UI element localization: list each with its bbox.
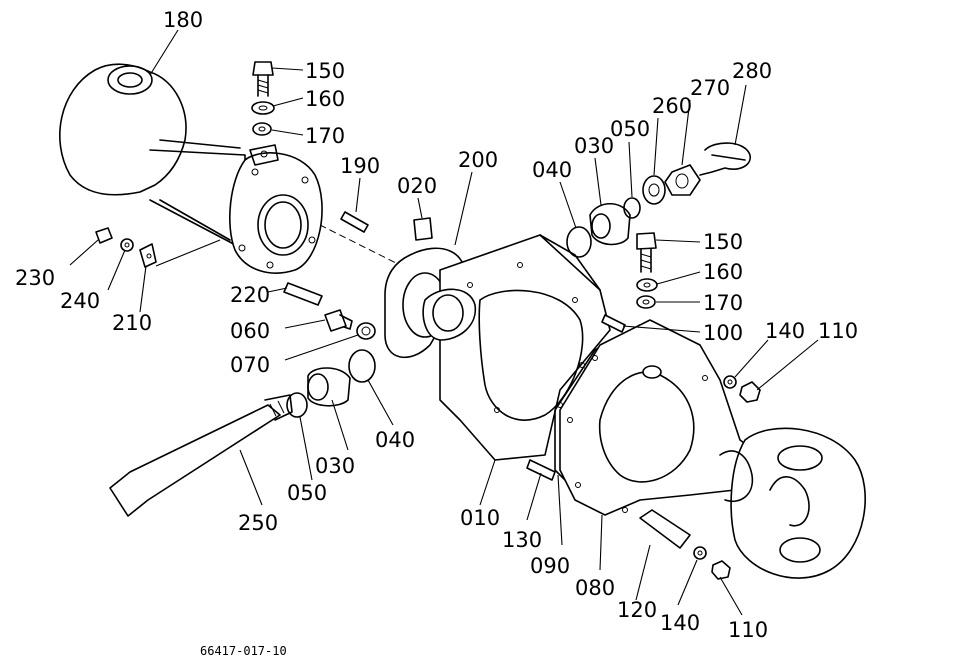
- right-bearing-group: [566, 142, 751, 258]
- callout-030-upper: 030: [574, 134, 614, 158]
- callout-050-lower: 050: [287, 481, 327, 505]
- plug-and-seal: [324, 309, 376, 340]
- callout-020: 020: [397, 174, 437, 198]
- callout-090: 090: [530, 554, 570, 578]
- callout-130: 130: [502, 528, 542, 552]
- callout-150-left: 150: [305, 59, 345, 83]
- callout-040-lower: 040: [375, 428, 415, 452]
- callout-230: 230: [15, 266, 55, 290]
- callout-120: 120: [617, 598, 657, 622]
- shaft-250: [109, 394, 293, 517]
- callout-010: 010: [460, 506, 500, 530]
- stud-130: [526, 459, 556, 481]
- callout-050-upper: 050: [610, 117, 650, 141]
- right-small-parts: [693, 375, 761, 580]
- left-small-parts: [95, 227, 157, 268]
- callout-110-upper: 110: [818, 319, 858, 343]
- plate-120: [639, 509, 691, 549]
- callout-140-lower: 140: [660, 611, 700, 635]
- callout-170-left: 170: [305, 124, 345, 148]
- callout-220: 220: [230, 283, 270, 307]
- callout-280: 280: [732, 59, 772, 83]
- callout-140-upper: 140: [765, 319, 805, 343]
- callout-150-right: 150: [703, 230, 743, 254]
- callout-170-right: 170: [703, 291, 743, 315]
- callout-030-lower: 030: [315, 454, 355, 478]
- callout-210: 210: [112, 311, 152, 335]
- callout-250: 250: [238, 511, 278, 535]
- callout-270: 270: [690, 76, 730, 100]
- stud-100: [601, 314, 626, 333]
- callout-200: 200: [458, 148, 498, 172]
- callout-labels: 180 150 160 170 190 020 200 040 030 050 …: [15, 8, 858, 642]
- callout-160-right: 160: [703, 260, 743, 284]
- left-bearing-group: [286, 349, 376, 418]
- callout-180: 180: [163, 8, 203, 32]
- callout-110-lower: 110: [728, 618, 768, 642]
- center-housing: [422, 234, 611, 461]
- callout-160-left: 160: [305, 87, 345, 111]
- callout-080: 080: [575, 576, 615, 600]
- left-axle-housing: [59, 63, 323, 274]
- right-bolt-stack: [636, 232, 658, 309]
- breather-020: [413, 217, 433, 241]
- stud-220: [283, 282, 323, 306]
- callout-060: 060: [230, 319, 270, 343]
- pin-190: [340, 211, 369, 233]
- callout-190: 190: [340, 154, 380, 178]
- callout-260: 260: [652, 94, 692, 118]
- callout-100: 100: [703, 321, 743, 345]
- leader-lines: [69, 29, 819, 616]
- left-bolt-stack: [251, 61, 275, 136]
- callout-070: 070: [230, 353, 270, 377]
- right-housing: [559, 319, 866, 579]
- callout-240: 240: [60, 289, 100, 313]
- document-id: 66417-017-10: [200, 644, 287, 658]
- callout-040-upper: 040: [532, 158, 572, 182]
